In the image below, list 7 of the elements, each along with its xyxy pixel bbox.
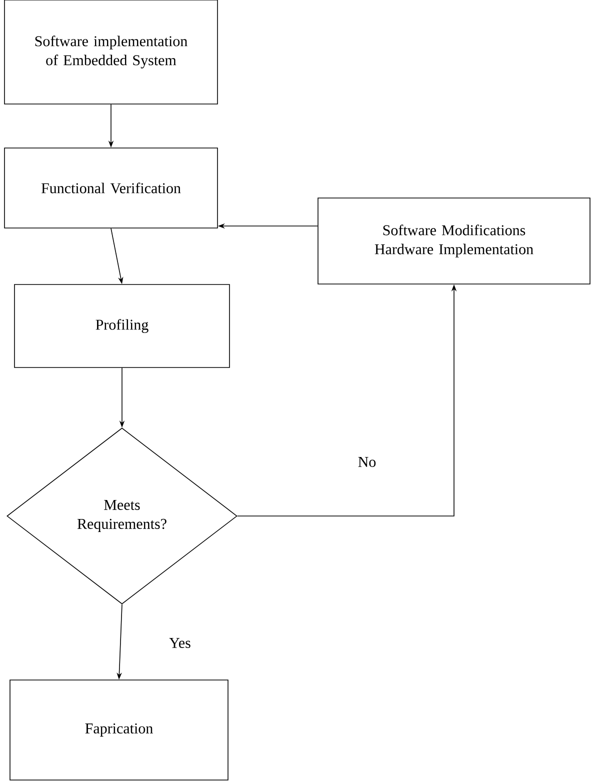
process-box: Software Modifications Hardware Implementation <box>318 198 590 284</box>
edge-label: No <box>356 456 378 468</box>
edge-label: Yes <box>168 637 192 649</box>
process-box: Profiling <box>14 284 230 368</box>
process-box: Faprication <box>10 680 228 780</box>
process-box: Software implementation of Embedded System <box>4 0 218 104</box>
process-box: Functional Verification <box>4 148 218 228</box>
